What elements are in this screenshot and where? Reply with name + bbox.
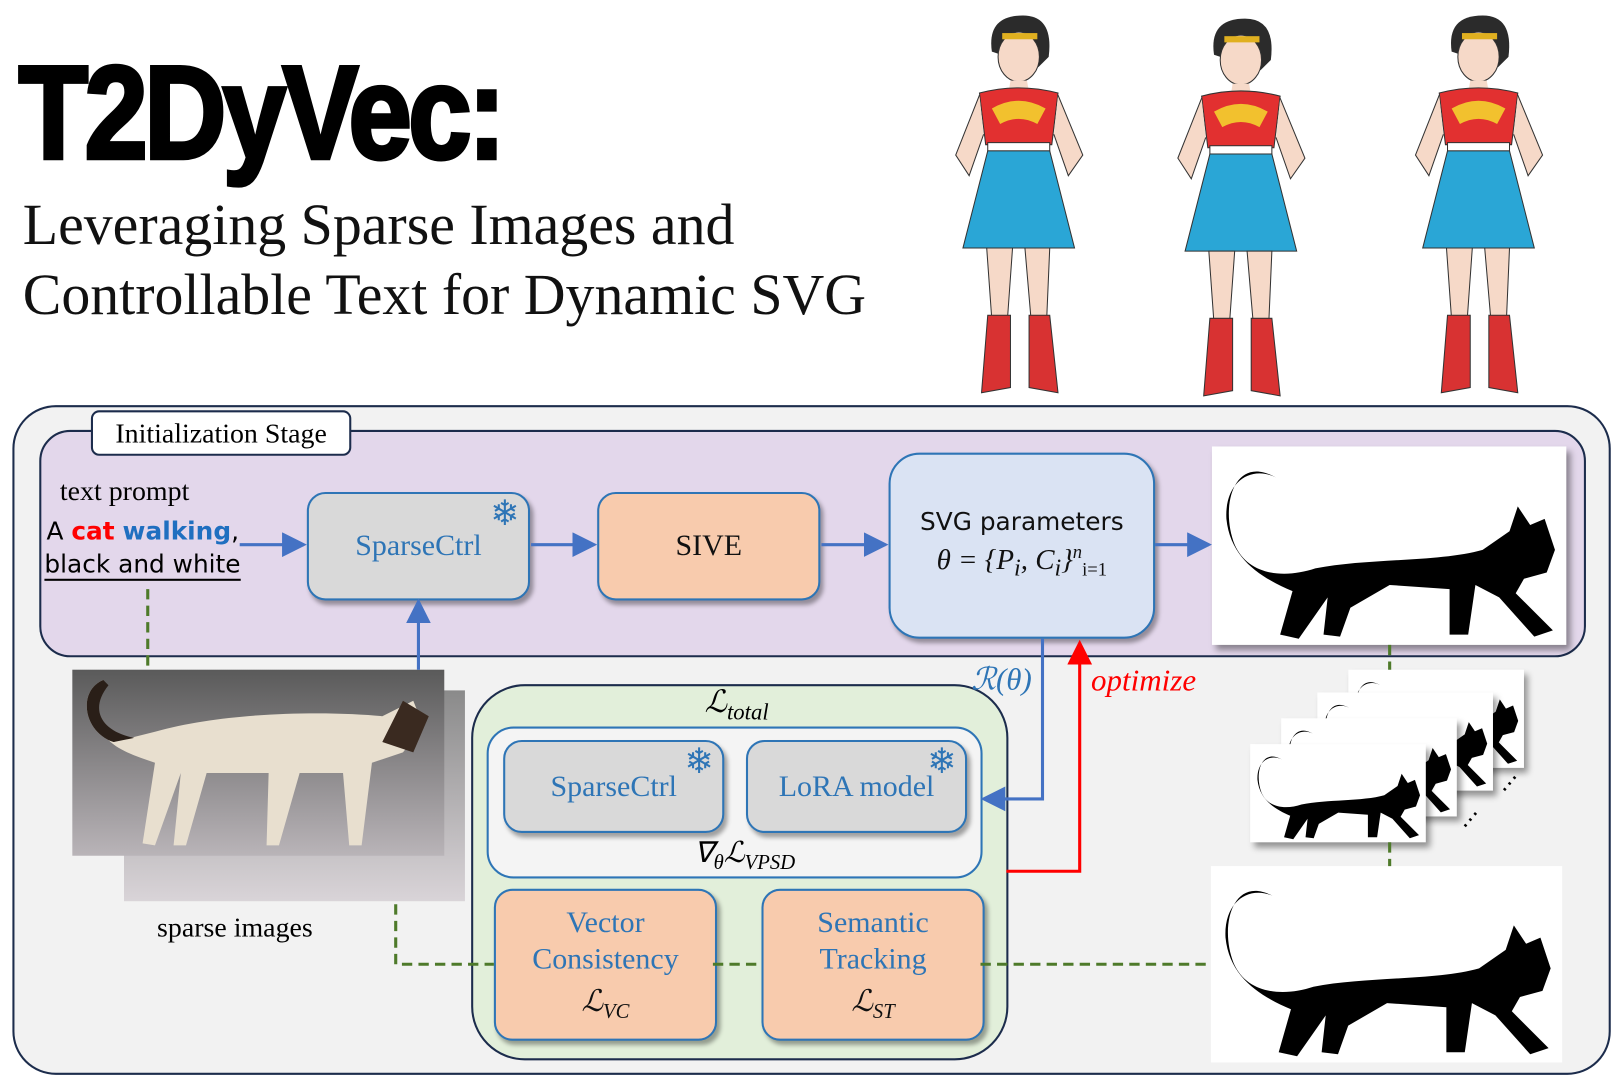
subtitle-line-1: Leveraging Sparse Images and [22,193,735,258]
prompt-word-walking: walking [122,516,232,546]
semantic-tracking-node: Semantic Tracking ℒST [761,888,985,1041]
svg-parameters-node: SVG parameters θ = {Pi, Ci}ni=1 [888,452,1156,639]
dash-images-vc [394,904,494,966]
vector-consistency-node: Vector Consistency ℒVC [493,888,718,1041]
initial-svg-cat-image [1211,446,1567,645]
sparsectrl-node: SparseCtrl ❄ [306,491,531,601]
loss-sub: total [726,698,769,725]
sparsectrl-label: SparseCtrl [550,769,677,803]
loss-symbol: ℒ [851,984,873,1018]
formula-sub: i=1 [1082,558,1108,580]
render-label: ℛ(θ) [971,662,1032,697]
subtitle-line-2: Controllable Text for Dynamic SVG [22,263,867,328]
formula-part-c: , C [1020,543,1055,576]
snowflake-frozen-icon: ❄ [490,492,520,535]
prompt-comma: , [231,516,239,546]
text-prompt-label: text prompt [59,475,190,507]
vc-label-1: Vector [566,906,645,940]
formula-sup: n [1072,541,1083,563]
arrow-render [980,638,1045,812]
sive-node: SIVE [597,491,821,601]
formula-close: } [1061,543,1073,576]
prompt-word-a: A [46,516,64,546]
sparsectrl-label: SparseCtrl [355,529,482,563]
loss-total-label: ℒtotal [705,684,769,725]
formula-sub-i2: i [1054,554,1062,582]
frame-1 [1250,744,1426,843]
arrow-optimize [1006,639,1093,873]
st-sub: ST [872,1000,895,1023]
svg-parameters-label: SVG parameters [920,507,1124,537]
text-prompt-line-2: black and white [44,550,241,581]
vpsd-sub: VPSD [744,851,796,874]
prompt-word-cat: cat [71,516,115,546]
formula-sub-i: i [1014,554,1021,582]
optimize-label: optimize [1091,663,1197,698]
sparse-image-1 [72,669,445,856]
nabla: ∇ [694,837,714,870]
st-label-2: Tracking [819,942,927,976]
vpsd-gradient-label: ∇θℒVPSD [694,835,795,875]
text-prompt-line-1: A cat walking, [46,517,238,546]
st-label-1: Semantic [817,906,929,940]
output-svg-cat-image [1210,866,1563,1063]
initialization-stage-label: Initialization Stage [90,410,352,456]
theta-sub: θ [713,851,724,874]
vc-label-2: Consistency [532,942,679,976]
lora-model-label: LoRA model [778,769,935,803]
snowflake-frozen-icon: ❄ [684,741,714,783]
title: T2DyVec: [17,38,508,188]
formula-part: θ = {P [936,543,1015,576]
sparsectrl-frozen-node: SparseCtrl ❄ [503,739,725,834]
vc-sub: VC [603,1000,630,1023]
sparse-images-label: sparse images [157,911,313,943]
snowflake-frozen-icon: ❄ [927,741,957,783]
loss-symbol: ℒ [581,984,604,1018]
lora-model-node: LoRA model ❄ [745,739,968,834]
svg-parameters-formula: θ = {Pi, Ci}ni=1 [937,541,1107,583]
loss-symbol: ℒ [723,837,745,870]
loss-symbol: ℒ [704,685,727,720]
